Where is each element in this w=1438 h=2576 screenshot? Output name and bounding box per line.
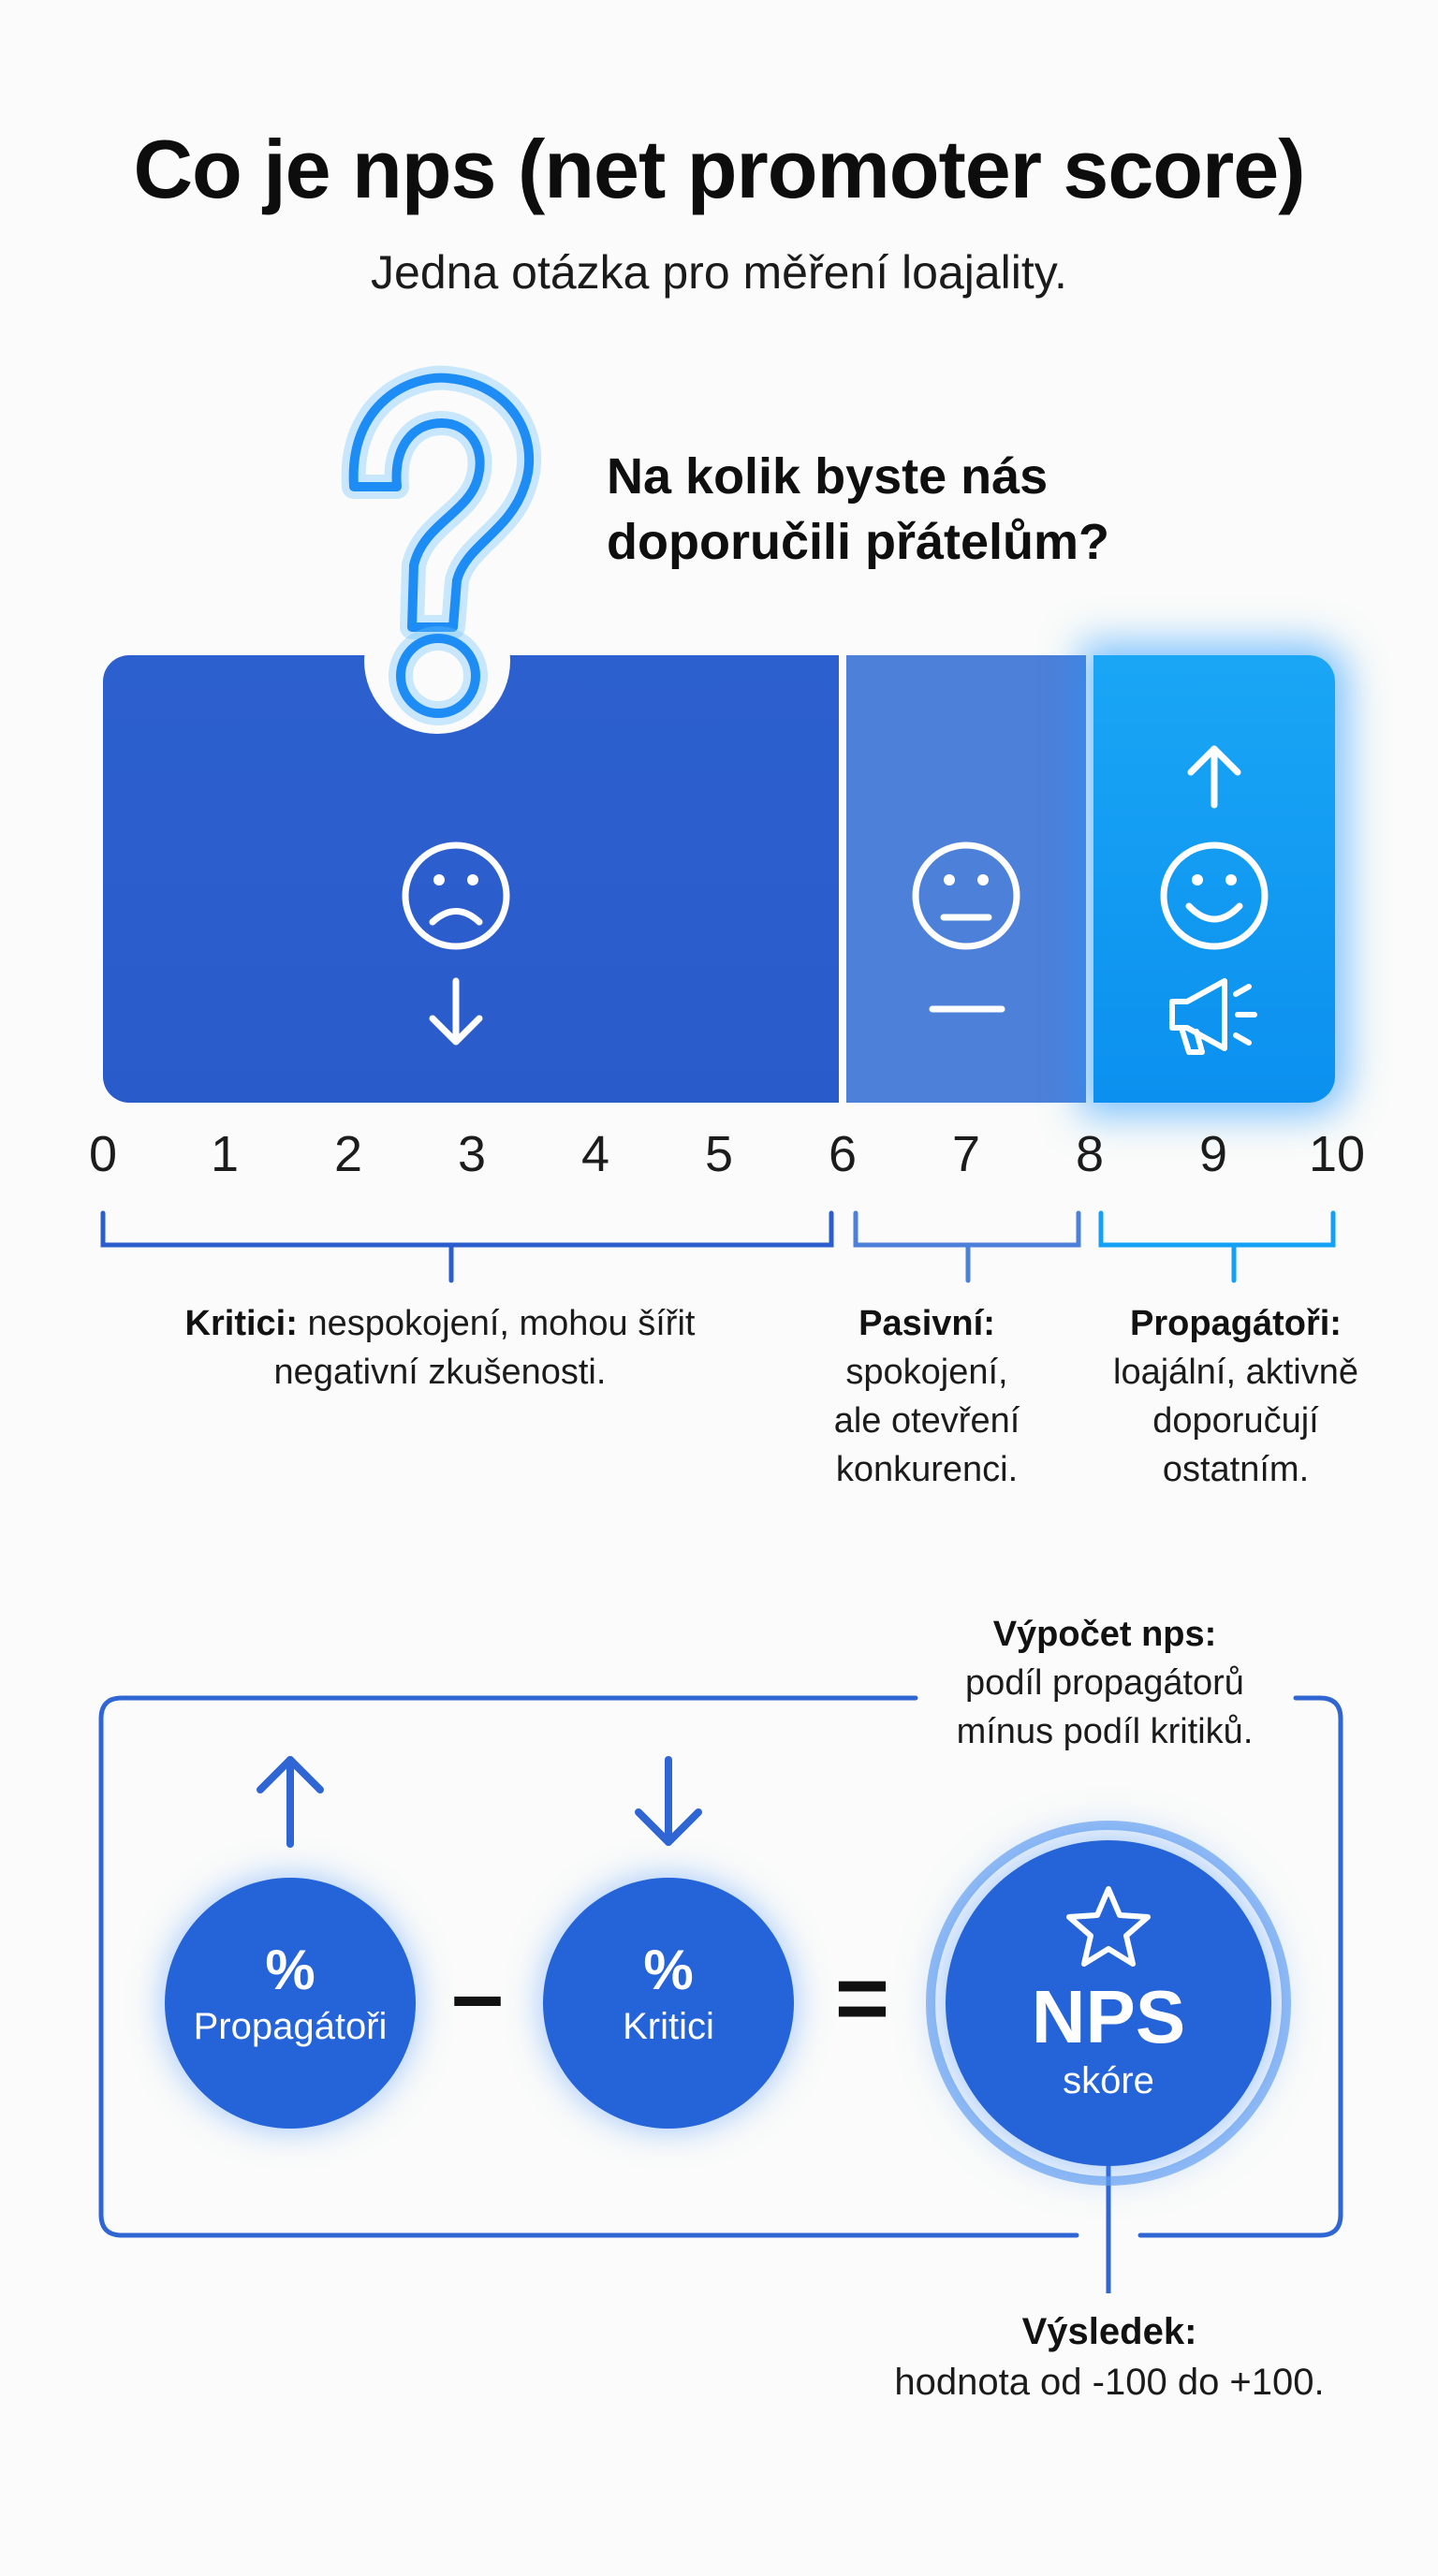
formula-explanation: Výpočet nps: podíl propagátorů mínus pod… bbox=[899, 1610, 1311, 1756]
critics-text-2: negativní zkušenosti. bbox=[273, 1353, 607, 1392]
promoters-caption: Propagátoři: loajální, aktivně doporučuj… bbox=[1067, 1299, 1404, 1494]
passive-text-3: konkurenci. bbox=[835, 1450, 1019, 1489]
question-line-1: Na kolik byste nás bbox=[607, 448, 1049, 505]
formula-title: Výpočet nps: bbox=[992, 1615, 1217, 1654]
promoters-label: Propagátoři: bbox=[1130, 1304, 1342, 1343]
promoters-percent: % bbox=[265, 1939, 315, 2001]
promoters-bracket bbox=[1098, 1210, 1336, 1283]
critics-caption-line-1: Kritici: nespokojení, mohou šířit bbox=[75, 1299, 805, 1348]
scale-number: 6 bbox=[828, 1126, 858, 1182]
promoters-circle-label: % Propagátoři bbox=[165, 1938, 416, 2050]
passive-label: Pasivní: bbox=[858, 1304, 995, 1343]
minus-operator: – bbox=[451, 1942, 504, 2047]
formula-line-2: mínus podíl kritiků. bbox=[956, 1712, 1254, 1751]
result-text: hodnota od -100 do +100. bbox=[894, 2362, 1325, 2403]
nps-outer-ring bbox=[926, 1821, 1291, 2186]
critics-percent: % bbox=[643, 1939, 694, 2001]
nps-text: NPS bbox=[1031, 1975, 1186, 2058]
question-mark-icon bbox=[341, 365, 542, 725]
critics-bracket bbox=[100, 1210, 834, 1283]
happy-face-icon bbox=[1160, 842, 1269, 950]
scale-number: 2 bbox=[333, 1126, 363, 1182]
sad-face-icon bbox=[402, 842, 510, 950]
page-subtitle: Jedna otázka pro měření loajality. bbox=[371, 246, 1067, 299]
promoters-up-arrow-icon bbox=[257, 1756, 324, 1848]
nps-circle bbox=[946, 1840, 1271, 2166]
passive-segment bbox=[846, 655, 1086, 1103]
scale-number: 1 bbox=[210, 1126, 240, 1182]
nps-circle-label: NPS skóre bbox=[955, 1975, 1262, 2102]
critics-circle-text: Kritici bbox=[623, 2006, 714, 2047]
formula-frame bbox=[98, 1695, 1343, 2293]
result-title: Výsledek: bbox=[1021, 2311, 1197, 2352]
critics-circle bbox=[543, 1878, 794, 2129]
nps-score-text: skóre bbox=[1063, 2060, 1154, 2101]
neutral-face-icon bbox=[912, 842, 1020, 950]
promoters-segment bbox=[1093, 655, 1335, 1103]
equals-operator: = bbox=[834, 1946, 890, 2051]
promoters-text-3: ostatním. bbox=[1162, 1450, 1310, 1489]
passive-text-2: ale otevření bbox=[833, 1401, 1020, 1441]
up-arrow-icon bbox=[1187, 745, 1241, 809]
scale-number: 10 bbox=[1308, 1126, 1366, 1182]
scale-overlay bbox=[341, 365, 1269, 1055]
formula-border bbox=[98, 1695, 1343, 2238]
promoters-circle bbox=[165, 1878, 416, 2129]
passive-bracket bbox=[853, 1210, 1081, 1283]
scale-number: 7 bbox=[951, 1126, 981, 1182]
down-arrow-icon bbox=[429, 977, 483, 1046]
formula-line-1: podíl propagátorů bbox=[965, 1663, 1244, 1703]
star-icon bbox=[1066, 1886, 1151, 1967]
scale-number: 8 bbox=[1075, 1126, 1105, 1182]
scale-number: 3 bbox=[457, 1126, 487, 1182]
critics-down-arrow-icon bbox=[635, 1756, 702, 1846]
critics-text-1: nespokojení, mohou šířit bbox=[307, 1304, 696, 1343]
scale-number: 9 bbox=[1198, 1126, 1228, 1182]
page-title: Co je nps (net promoter score) bbox=[133, 123, 1305, 215]
promoters-circle-text: Propagátoři bbox=[193, 2006, 388, 2047]
critics-caption: Kritici: nespokojení, mohou šířit negati… bbox=[75, 1299, 805, 1397]
scale-number: 4 bbox=[580, 1126, 610, 1182]
result-caption: Výsledek: hodnota od -100 do +100. bbox=[824, 2306, 1395, 2408]
question-line-2: doporučili přátelům? bbox=[607, 514, 1110, 570]
scale-number: 0 bbox=[88, 1126, 118, 1182]
segment-brackets bbox=[100, 1210, 1336, 1283]
critics-label: Kritici: bbox=[184, 1304, 298, 1343]
scale-number: 5 bbox=[704, 1126, 734, 1182]
passive-caption: Pasivní: spokojení, ale otevření konkure… bbox=[805, 1299, 1049, 1494]
promoters-text-2: doporučují bbox=[1152, 1401, 1319, 1441]
passive-text-1: spokojení, bbox=[845, 1353, 1008, 1392]
question-text: Na kolik byste nás doporučili přátelům? bbox=[607, 444, 1281, 575]
megaphone-icon bbox=[1169, 978, 1257, 1055]
promoters-text-1: loajální, aktivně bbox=[1113, 1353, 1358, 1392]
critics-circle-label: % Kritici bbox=[543, 1938, 794, 2050]
